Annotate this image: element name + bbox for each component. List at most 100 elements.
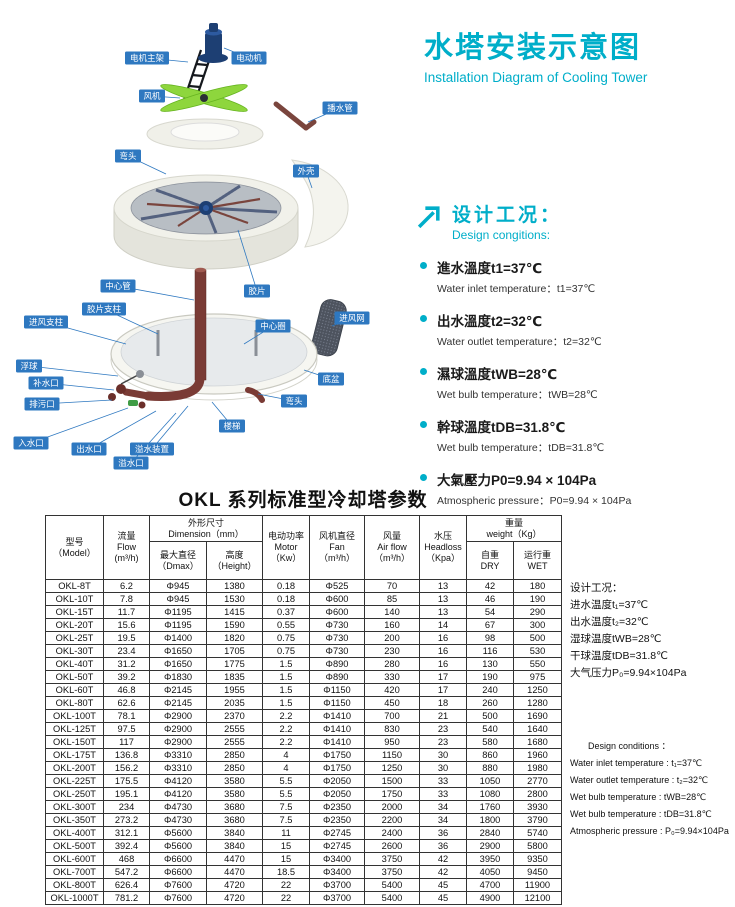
bullet-icon [420, 421, 427, 428]
cell-model: OKL-30T [45, 644, 104, 658]
condition-en: Wet bulb temperature：tWB=28℃ [437, 389, 598, 401]
cell-headloss: 45 [419, 878, 468, 892]
cell-airflow: 5400 [364, 878, 421, 892]
cell-height: 2035 [205, 696, 264, 710]
cell-wet: 1980 [513, 761, 563, 775]
cell-headloss: 36 [419, 839, 468, 853]
part-label-badge [24, 315, 68, 329]
cell-model: OKL-200T [45, 761, 104, 775]
cell-dmax: Φ5600 [149, 839, 207, 853]
part-label-badge [24, 397, 60, 411]
cell-wet: 1250 [513, 683, 563, 697]
cell-airflow: 3750 [364, 865, 421, 879]
cell-flow: 117 [103, 735, 150, 749]
cell-flow: 175.5 [103, 774, 150, 788]
part-label-badge [293, 164, 319, 178]
cell-wet: 300 [513, 618, 563, 632]
cell-wet: 190 [513, 592, 563, 606]
cell-fan: Φ3700 [309, 878, 366, 892]
cell-flow: 626.4 [103, 878, 150, 892]
cell-wet: 5800 [513, 839, 563, 853]
cell-flow: 15.6 [103, 618, 150, 632]
part-label-text: 入水口 [18, 438, 44, 448]
cell-height: 2555 [205, 722, 264, 736]
cell-height: 3680 [205, 800, 264, 814]
part-label-text: 底盆 [322, 374, 340, 384]
cell-headloss: 42 [419, 852, 468, 866]
cell-dmax: Φ1195 [149, 618, 207, 632]
cell-fan: Φ3400 [309, 852, 366, 866]
cell-wet: 9450 [513, 865, 563, 879]
part-label-text: 中心圈 [260, 321, 286, 331]
cell-dry: 116 [466, 644, 515, 658]
bullet-icon [420, 315, 427, 322]
cell-dmax: Φ4120 [149, 787, 207, 801]
cell-height: 1380 [205, 579, 264, 593]
cell-headloss: 34 [419, 800, 468, 814]
cell-fan: Φ730 [309, 618, 366, 632]
cell-motor: 11 [262, 826, 311, 840]
part-label-badge [82, 302, 126, 316]
cell-wet: 1960 [513, 748, 563, 762]
col-header-dmax: 最大直径 （Dmax） [149, 541, 207, 580]
cell-height: 1775 [205, 657, 264, 671]
cell-dmax: Φ3310 [149, 748, 207, 762]
cell-flow: 11.7 [103, 605, 150, 619]
part-label-badge [334, 311, 370, 325]
cell-airflow: 280 [364, 657, 421, 671]
cell-dry: 42 [466, 579, 515, 593]
cell-dmax: Φ7600 [149, 878, 207, 892]
col-header-airflow: 风量 Air flow （m³/h） [364, 515, 421, 580]
cell-headloss: 16 [419, 644, 468, 658]
cell-dmax: Φ1650 [149, 657, 207, 671]
col-header-weight: 重量 weight（Kg） [466, 515, 563, 542]
cell-dry: 98 [466, 631, 515, 645]
cell-wet: 180 [513, 579, 563, 593]
cell-airflow: 2000 [364, 800, 421, 814]
cell-headloss: 23 [419, 722, 468, 736]
side-note-en-line: Atmospheric pressure : P₀=9.94×104Pa [570, 826, 729, 836]
cell-model: OKL-8T [45, 579, 104, 593]
cell-wet: 1690 [513, 709, 563, 723]
cell-headloss: 18 [419, 696, 468, 710]
part-label-badge [322, 101, 358, 115]
cell-flow: 78.1 [103, 709, 150, 723]
cell-flow: 7.8 [103, 592, 150, 606]
cell-flow: 136.8 [103, 748, 150, 762]
cell-airflow: 2600 [364, 839, 421, 853]
cell-fan: Φ3700 [309, 891, 366, 905]
cell-flow: 547.2 [103, 865, 150, 879]
cell-airflow: 1150 [364, 748, 421, 762]
cell-dry: 860 [466, 748, 515, 762]
cell-motor: 1.5 [262, 657, 311, 671]
side-note-en-line: Design conditions ： [588, 741, 671, 751]
cell-motor: 22 [262, 891, 311, 905]
cell-dmax: Φ945 [149, 579, 207, 593]
cell-headloss: 33 [419, 787, 468, 801]
cell-motor: 1.5 [262, 696, 311, 710]
cell-fan: Φ3400 [309, 865, 366, 879]
cell-fan: Φ2050 [309, 774, 366, 788]
cell-flow: 468 [103, 852, 150, 866]
cell-airflow: 450 [364, 696, 421, 710]
cell-wet: 530 [513, 644, 563, 658]
float-valve-shape [108, 370, 146, 409]
part-label-badge [219, 419, 245, 433]
cell-dmax: Φ1195 [149, 605, 207, 619]
table-title: OKL 系列标准型冷却塔参数 [178, 490, 428, 511]
cell-model: OKL-125T [45, 722, 104, 736]
cell-airflow: 950 [364, 735, 421, 749]
cell-motor: 4 [262, 761, 311, 775]
cell-dry: 3950 [466, 852, 515, 866]
cell-dry: 260 [466, 696, 515, 710]
cell-flow: 46.8 [103, 683, 150, 697]
